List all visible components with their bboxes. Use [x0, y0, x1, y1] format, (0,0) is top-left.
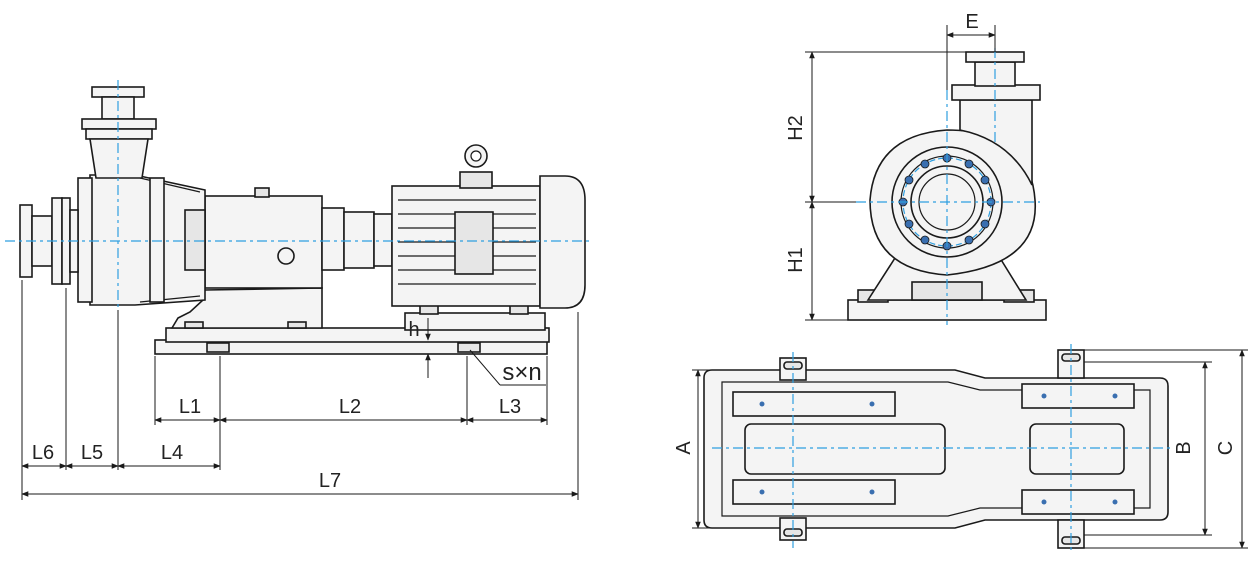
dim-label-b: B: [1173, 441, 1195, 454]
bearing-bracket: [170, 187, 323, 329]
mounting-pads: [732, 383, 1135, 515]
front-view: E H2 H1: [785, 11, 1047, 325]
side-view: L1 L2 L3 L6 L5 L4 L7 h s×n: [5, 80, 592, 500]
dim-label-l5: L5: [81, 442, 103, 464]
front-dimension-lines: [805, 25, 996, 321]
base-plate: [154, 327, 550, 355]
top-dimension-lines: [692, 349, 1248, 549]
dim-label-l1: L1: [179, 396, 201, 418]
motor: [391, 144, 586, 309]
coupling: [321, 207, 393, 271]
base-openings: [744, 423, 1125, 475]
dim-label-l6: L6: [32, 442, 54, 464]
top-view: A B C: [673, 344, 1248, 554]
flange-bolt-holes: [898, 153, 996, 251]
dim-label-h: h: [408, 319, 419, 341]
discharge-nozzle: [81, 86, 157, 179]
dim-label-l7: L7: [319, 470, 341, 492]
dim-label-e: E: [965, 11, 978, 33]
terminal-box: [454, 211, 494, 275]
dim-label-h2: H2: [785, 115, 807, 141]
dim-label-c: C: [1215, 441, 1237, 455]
side-dimension-lines: [21, 318, 579, 497]
dim-label-l2: L2: [339, 396, 361, 418]
dim-label-l4: L4: [161, 442, 183, 464]
dim-label-h1: H1: [785, 247, 807, 273]
dim-label-sxn: s×n: [502, 359, 541, 386]
dim-label-l3: L3: [499, 396, 521, 418]
oil-sight-glass: [277, 247, 295, 265]
dim-label-a: A: [673, 441, 695, 455]
pump-casing: [77, 174, 206, 306]
